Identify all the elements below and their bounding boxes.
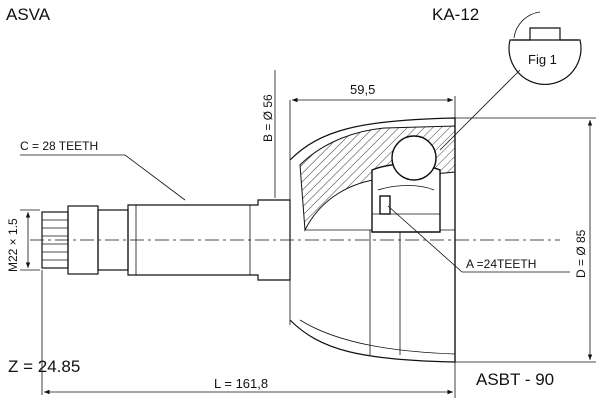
thread-callout: M22 × 1.5 bbox=[6, 209, 40, 272]
teeth-c-label: C = 28 TEETH bbox=[20, 139, 98, 153]
part-code: KA-12 bbox=[432, 5, 479, 24]
z-value: Z = 24.85 bbox=[8, 357, 80, 376]
fig-label: Fig 1 bbox=[528, 52, 557, 67]
dim-diam-b: B = Ø 56 bbox=[261, 94, 275, 142]
ref-code: ASBT - 90 bbox=[476, 370, 554, 389]
fig-badge: Fig 1 bbox=[508, 11, 582, 85]
dim-d-diameter: D = Ø 85 bbox=[455, 117, 596, 363]
threaded-stub bbox=[41, 205, 129, 275]
dim-z: Z = 24.85 bbox=[8, 270, 80, 395]
dim-59-5: 59,5 bbox=[289, 82, 456, 155]
dim-l: L = 161,8 bbox=[44, 362, 456, 398]
dim-diam-d: D = Ø 85 bbox=[574, 229, 588, 278]
dim-b-diameter: B = Ø 56 bbox=[261, 70, 276, 198]
teeth-a-callout: A =24TEETH bbox=[387, 205, 570, 273]
dim-length-b: 59,5 bbox=[350, 82, 375, 97]
teeth-c-callout: C = 28 TEETH bbox=[20, 139, 186, 201]
teeth-a-label: A =24TEETH bbox=[466, 257, 536, 271]
shaft bbox=[127, 155, 291, 325]
inner-race bbox=[371, 135, 441, 233]
thread-label: M22 × 1.5 bbox=[6, 218, 20, 272]
length-l: L = 161,8 bbox=[214, 376, 268, 391]
brand-label: ASVA bbox=[6, 5, 51, 24]
